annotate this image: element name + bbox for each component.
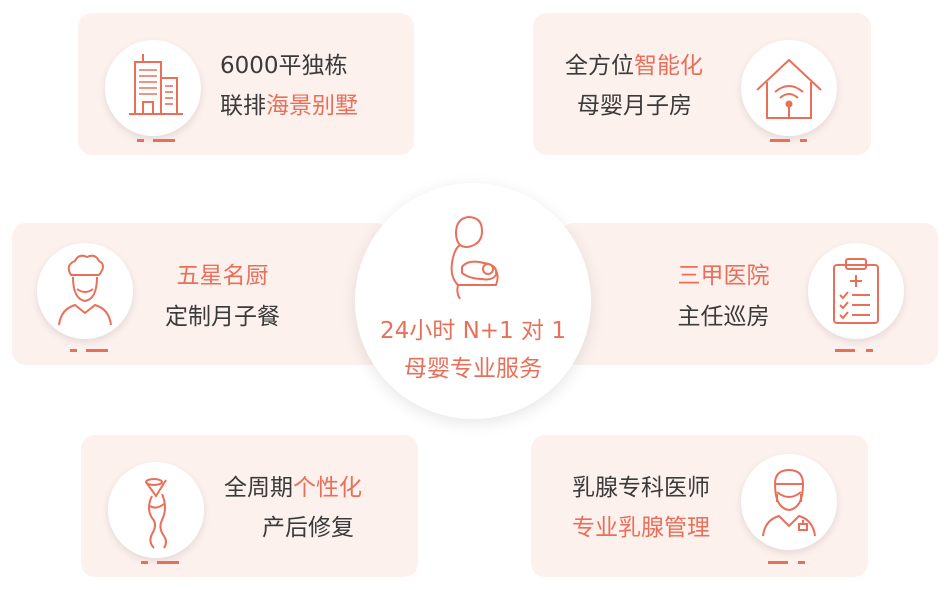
feature-icon-circle <box>741 454 837 550</box>
decor-dash <box>798 561 805 564</box>
decor-dash <box>770 139 790 142</box>
repair-line1-accent: 个性化 <box>293 475 362 501</box>
smart-line1: 全方位智能化 <box>565 47 703 85</box>
decor-dash <box>141 561 148 564</box>
repair-line2: 产后修复 <box>262 515 354 541</box>
repair-line1-plain: 全周期 <box>224 475 293 501</box>
smart-line1-plain: 全方位 <box>565 53 634 79</box>
center-line2: 母婴专业服务 <box>404 356 542 382</box>
decor-dash <box>866 349 873 352</box>
feature-icon-circle <box>37 243 133 339</box>
decor-dash <box>86 349 108 352</box>
doctor-icon <box>762 468 816 537</box>
chef-line2: 定制月子餐 <box>165 304 280 330</box>
decor-dash <box>153 139 175 142</box>
feature-icon-circle <box>741 40 837 136</box>
clipboard-checklist-icon <box>833 258 879 324</box>
feature-icon-circle <box>108 462 204 558</box>
decor-dash <box>157 561 179 564</box>
female-figure-icon <box>145 478 167 549</box>
hospital-line2: 主任巡房 <box>677 304 770 330</box>
smart-home-wifi-icon <box>756 58 822 119</box>
hospital-line1: 三甲医院 <box>677 263 770 289</box>
decor-dash <box>835 349 855 352</box>
chef-line1: 五星名厨 <box>176 263 269 289</box>
center-line1: 24小时 N+1 对 1 <box>380 318 566 344</box>
smart-line2: 母婴月子房 <box>577 93 692 119</box>
villa-line2-plain: 联排 <box>220 93 266 119</box>
decor-dash <box>70 349 77 352</box>
breast-line2: 专业乳腺管理 <box>572 515 710 541</box>
feature-icon-circle <box>808 243 904 339</box>
feature-icon-circle <box>105 40 201 136</box>
decor-dash <box>768 561 788 564</box>
villa-line2-accent: 海景别墅 <box>266 93 358 119</box>
mother-baby-icon <box>450 216 499 300</box>
smart-line1-accent: 智能化 <box>634 53 703 79</box>
center-service-circle: 24小时 N+1 对 1 母婴专业服务 <box>355 183 591 419</box>
villa-line2: 联排海景别墅 <box>220 87 358 125</box>
villa-line1: 6000平独栋 <box>220 53 348 79</box>
chef-icon <box>58 254 112 326</box>
decor-dash <box>800 139 807 142</box>
repair-line1: 全周期个性化 <box>224 469 362 507</box>
building-icon <box>129 54 183 115</box>
breast-line1: 乳腺专科医师 <box>572 475 710 501</box>
decor-dash <box>137 139 144 142</box>
